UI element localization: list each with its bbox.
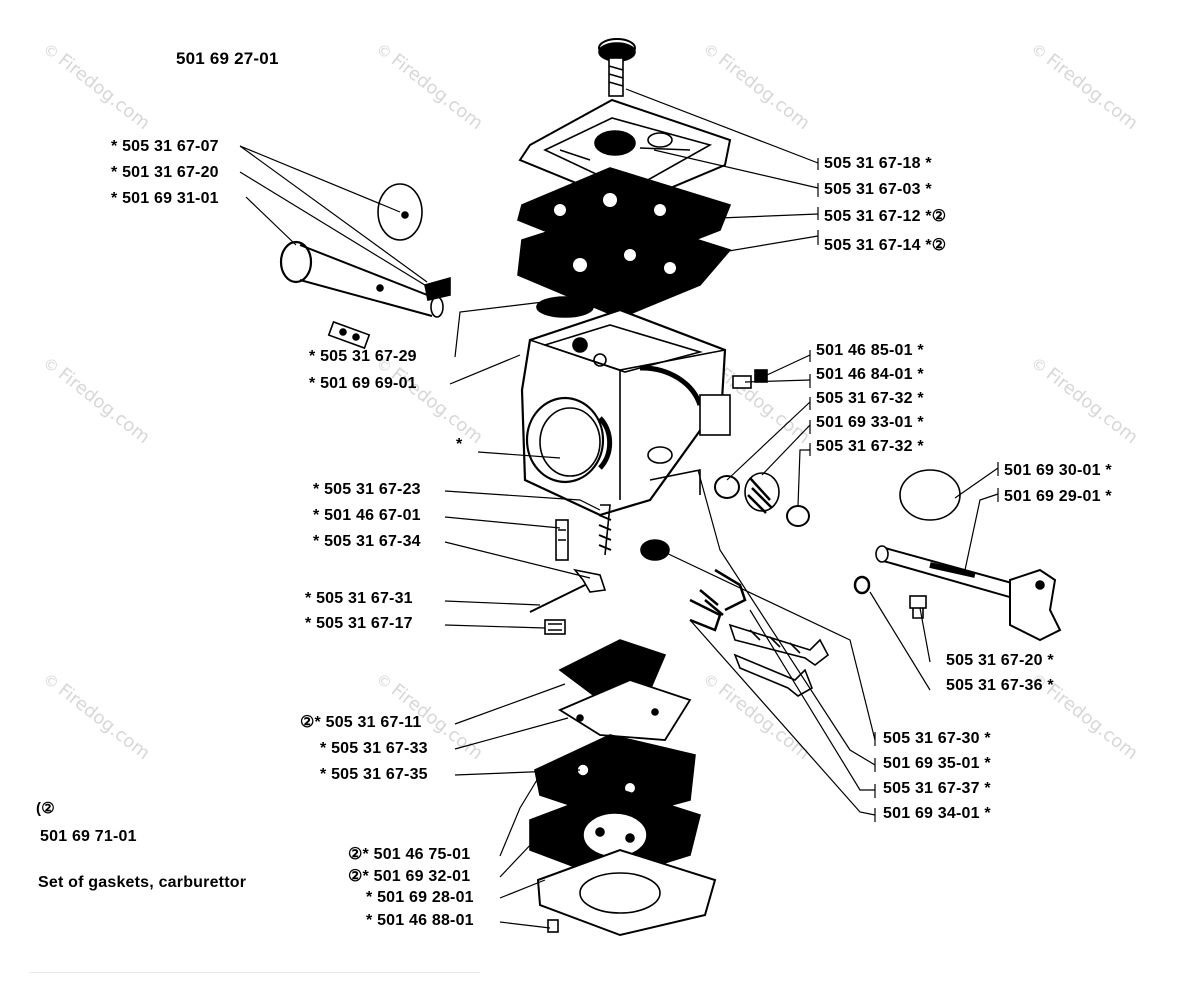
part-label: 505 31 67-12 *② (824, 208, 947, 225)
part-label: 505 31 67-36 * (946, 677, 1054, 694)
cover-part (536, 848, 717, 937)
spring-part (744, 472, 780, 514)
part-label: 505 31 67-37 * (883, 780, 991, 797)
part-label: 501 46 84-01 * (816, 366, 924, 383)
adjusting-needle-part (689, 598, 813, 697)
kit-description: Set of gaskets, carburettor (38, 874, 247, 891)
top-screw-part (598, 38, 636, 97)
part-label: 501 69 34-01 * (883, 805, 991, 822)
assembly-number: 501 69 27-01 (176, 49, 279, 68)
part-label: 505 31 67-18 * (824, 155, 932, 172)
part-label: 505 31 67-30 * (883, 730, 991, 747)
choke-pin-part (327, 320, 371, 350)
circlip-part (853, 575, 871, 595)
throttle-shaft-part (875, 545, 1062, 642)
part-label: * 505 31 67-23 (313, 481, 421, 498)
screw-part (909, 595, 927, 619)
part-label: ②* 501 46 75-01 (348, 846, 471, 863)
adjusting-needle-part (699, 568, 830, 666)
carburettor-body-part (520, 308, 731, 517)
gasket-part (534, 734, 696, 821)
part-label: * 501 46 88-01 (366, 912, 474, 929)
screw-part (732, 369, 768, 389)
diaphragm-part (517, 211, 732, 319)
seal-part (714, 475, 740, 499)
throttle-plate-part (899, 469, 961, 521)
part-label: * 505 31 67-34 (313, 533, 421, 550)
throttle-shaft-part (279, 240, 451, 318)
screw-part (544, 619, 566, 635)
part-label: * 501 69 31-01 (111, 190, 219, 207)
part-label: * 505 31 67-33 (320, 740, 428, 757)
lever-part (529, 568, 607, 613)
part-label: * 505 31 67-35 (320, 766, 428, 783)
part-label: 505 31 67-32 * (816, 438, 924, 455)
part-label: 505 31 67-14 *② (824, 237, 947, 254)
part-label: * 501 69 28-01 (366, 889, 474, 906)
part-label: 501 69 29-01 * (1004, 488, 1112, 505)
part-label: * 501 31 67-20 (111, 164, 219, 181)
part-label: ②* 505 31 67-11 (300, 714, 422, 731)
part-label: 501 69 35-01 * (883, 755, 991, 772)
stray-asterisk: * (456, 436, 463, 453)
part-label: 501 69 33-01 * (816, 414, 924, 431)
plug-part (640, 539, 670, 561)
part-label: 505 31 67-20 * (946, 652, 1054, 669)
part-label: * 501 69 69-01 (309, 375, 417, 392)
part-label: * 505 31 67-31 (305, 590, 413, 607)
washer-part (786, 505, 810, 527)
part-label: 505 31 67-03 * (824, 181, 932, 198)
kit-symbol: (② (36, 800, 55, 817)
part-label: * 505 31 67-17 (305, 615, 413, 632)
part-label: ②* 501 69 32-01 (348, 868, 471, 885)
metering-lever-plate-part (558, 679, 692, 741)
divider (30, 972, 480, 973)
part-label: * 501 46 67-01 (313, 507, 421, 524)
part-label: 501 46 85-01 * (816, 342, 924, 359)
part-label: 505 31 67-32 * (816, 390, 924, 407)
part-label: 501 69 30-01 * (1004, 462, 1112, 479)
part-label: * 505 31 67-29 (309, 348, 417, 365)
needle-part (555, 504, 612, 561)
kit-part-number: 501 69 71-01 (40, 828, 137, 845)
part-label: * 505 31 67-07 (111, 138, 219, 155)
